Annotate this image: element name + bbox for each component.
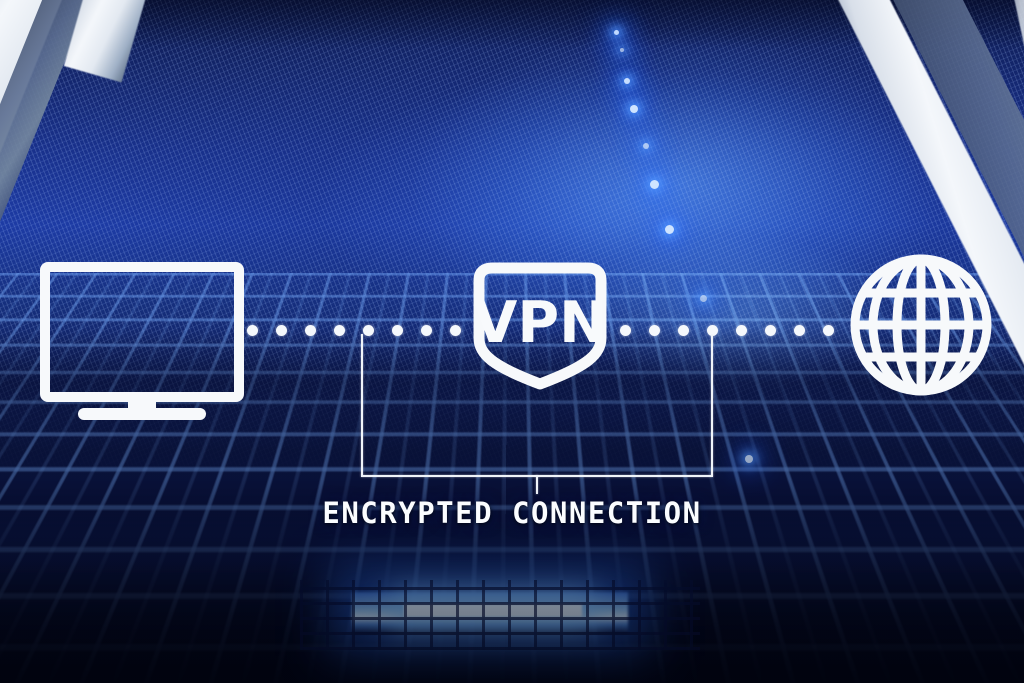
shield-icon[interactable]: VPN: [470, 258, 610, 394]
link-dot: [707, 325, 718, 336]
link-dot: [363, 325, 374, 336]
link-dot: [421, 325, 432, 336]
link-dot: [620, 325, 631, 336]
link-dot: [794, 325, 805, 336]
link-dot: [247, 325, 258, 336]
link-dot: [649, 325, 660, 336]
globe-icon[interactable]: [850, 245, 992, 405]
link-dot: [334, 325, 345, 336]
link-dot: [678, 325, 689, 336]
shield-label: VPN: [473, 290, 607, 356]
link-dot: [765, 325, 776, 336]
bracket-leader-right: [711, 334, 713, 476]
bracket-leader-left: [361, 334, 363, 476]
link-dot: [736, 325, 747, 336]
link-dot: [276, 325, 287, 336]
link-dot: [392, 325, 403, 336]
link-dot: [305, 325, 316, 336]
encrypted-connection-caption: ENCRYPTED CONNECTION: [322, 496, 702, 530]
bracket-center-tick: [536, 475, 538, 494]
monitor-icon[interactable]: [40, 262, 244, 420]
link-dot: [450, 325, 461, 336]
link-dot: [823, 325, 834, 336]
